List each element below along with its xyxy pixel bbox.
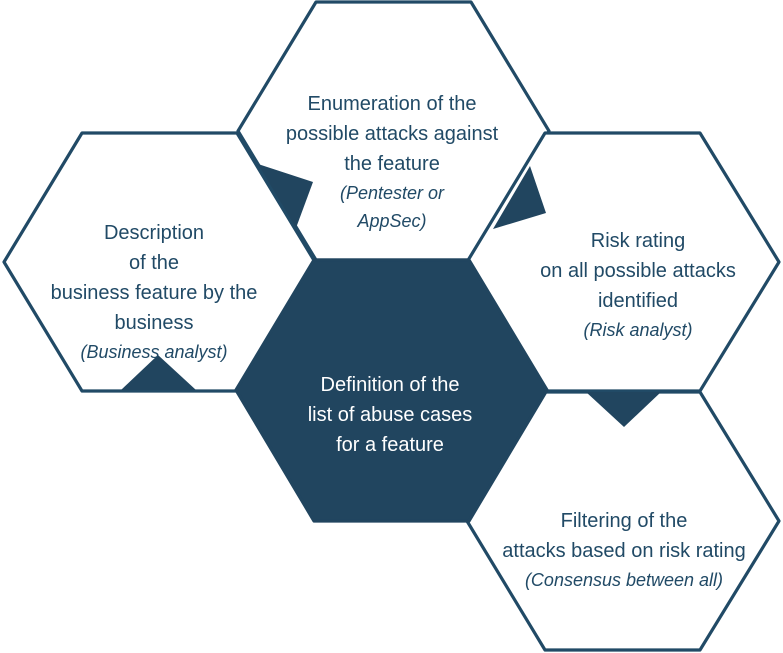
connector-center-to-right-icon: [493, 166, 546, 229]
hexagon-center[interactable]: [234, 258, 549, 523]
connector-center-to-bottom-right-icon: [586, 392, 661, 427]
connector-top-to-center-icon: [258, 164, 313, 228]
connector-left-to-center-icon: [121, 355, 196, 390]
